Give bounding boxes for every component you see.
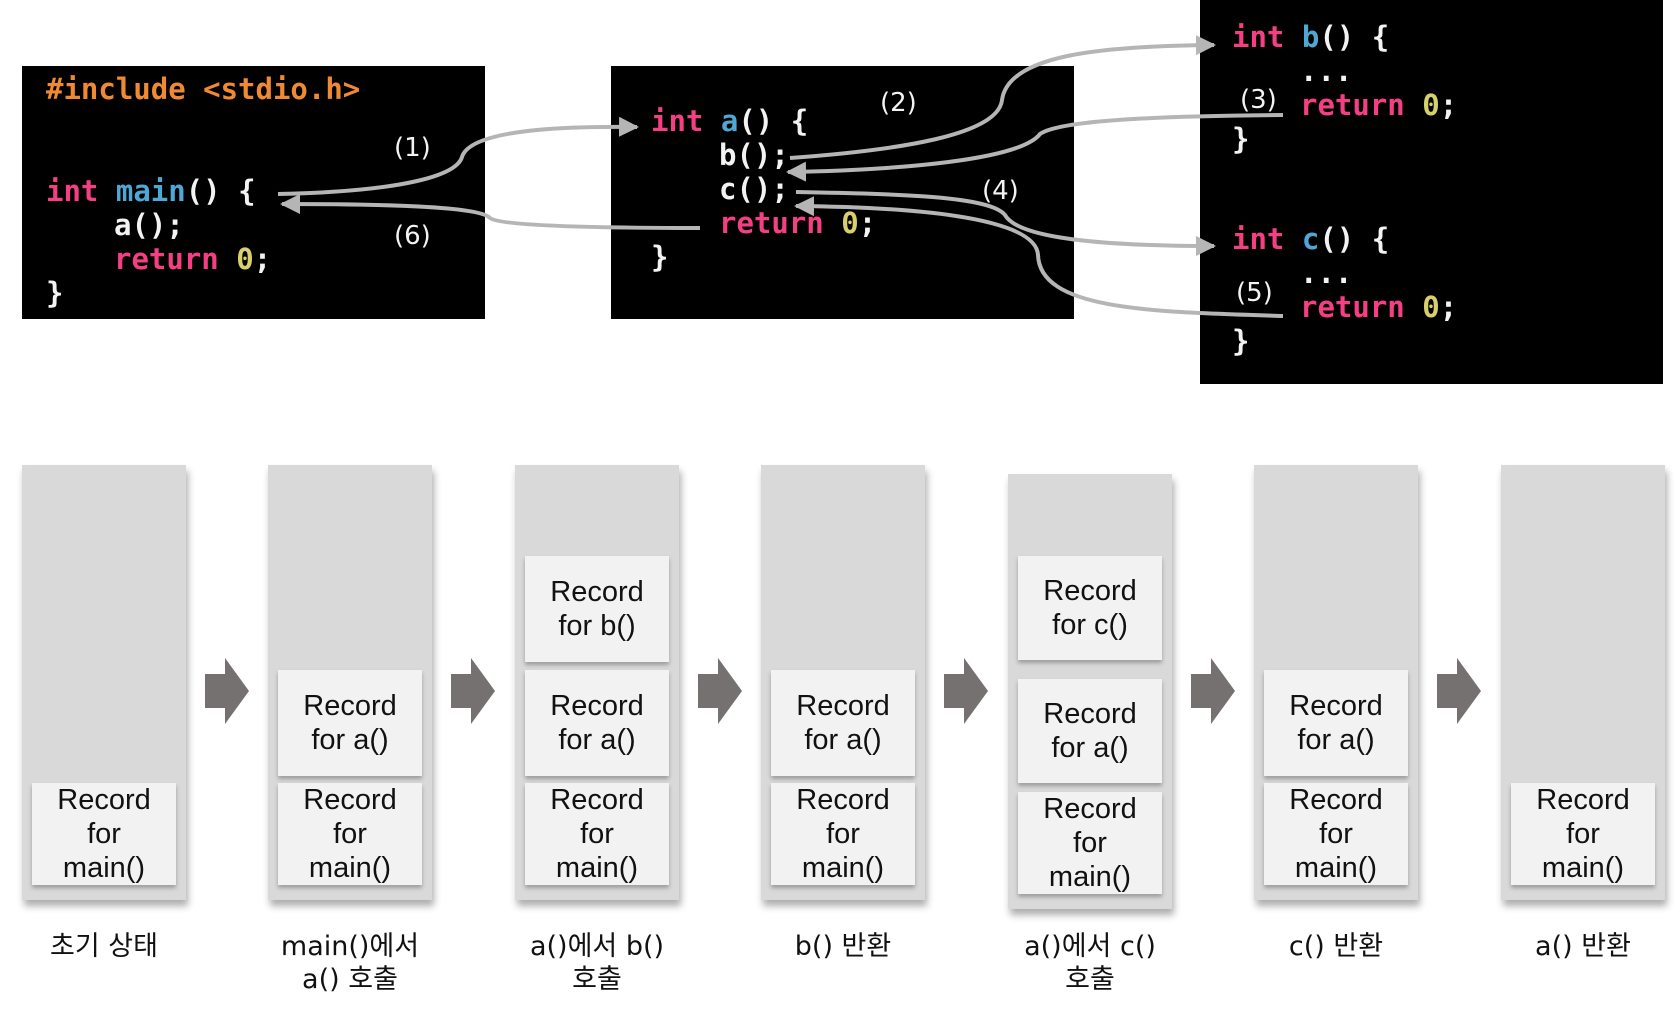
b-signature: int b() { (1232, 20, 1390, 54)
b-ellipsis: ... (1300, 54, 1353, 88)
caption-stack-1: 초기 상태 (50, 931, 158, 962)
step-label-2: (2) (880, 88, 917, 118)
b-close-brace: } (1232, 122, 1250, 156)
step-label-3: (3) (1240, 85, 1277, 115)
a-close-brace: } (651, 240, 669, 274)
b-return: return 0; (1300, 88, 1458, 122)
main-return: return 0; (114, 242, 272, 276)
code-panel-main: #include <stdio.h> int main() { a(); ret… (22, 66, 485, 319)
arrow-step-5 (794, 196, 1284, 318)
chevron-right-icon (944, 658, 988, 724)
step-label-5: (5) (1236, 278, 1273, 308)
c-return: return 0; (1300, 290, 1458, 324)
chevron-right-icon (1191, 658, 1235, 724)
a-call-b: b(); (719, 138, 789, 172)
step-label-4: (4) (982, 176, 1019, 206)
arrow-step-3 (786, 113, 1284, 182)
chevron-right-icon (1437, 658, 1481, 724)
caption-stack-6: c() 반환 (1288, 931, 1384, 962)
main-call-a: a(); (114, 208, 184, 242)
call-flow-arrows (277, 35, 1284, 318)
include-line: #include <stdio.h> (46, 72, 361, 106)
step-label-6: (6) (394, 221, 431, 251)
a-call-c: c(); (719, 172, 789, 206)
arrow-step-2 (789, 35, 1216, 160)
c-close-brace: } (1232, 324, 1250, 358)
c-ellipsis: ... (1300, 256, 1353, 290)
caption-stack-5: a()에서 c()호출 (1024, 931, 1156, 995)
caption-stack-7: a() 반환 (1535, 931, 1631, 962)
code-panel-b-c: int b() { ... return 0; } int c() { ... … (1200, 0, 1663, 384)
chevron-right-icon (205, 658, 249, 724)
arrow-step-4 (795, 190, 1216, 256)
a-signature: int a() { (651, 104, 809, 138)
main-signature: int main() { (46, 174, 256, 208)
arrow-step-6 (280, 194, 701, 230)
c-signature: int c() { (1232, 222, 1390, 256)
caption-stack-3: a()에서 b()호출 (529, 931, 665, 995)
chevron-right-icon (451, 658, 495, 724)
caption-stack-4: b() 반환 (794, 931, 892, 962)
main-close-brace: } (46, 276, 64, 310)
chevron-right-icon (698, 658, 742, 724)
arrow-step-1 (277, 116, 639, 196)
step-label-1: (1) (394, 133, 431, 163)
